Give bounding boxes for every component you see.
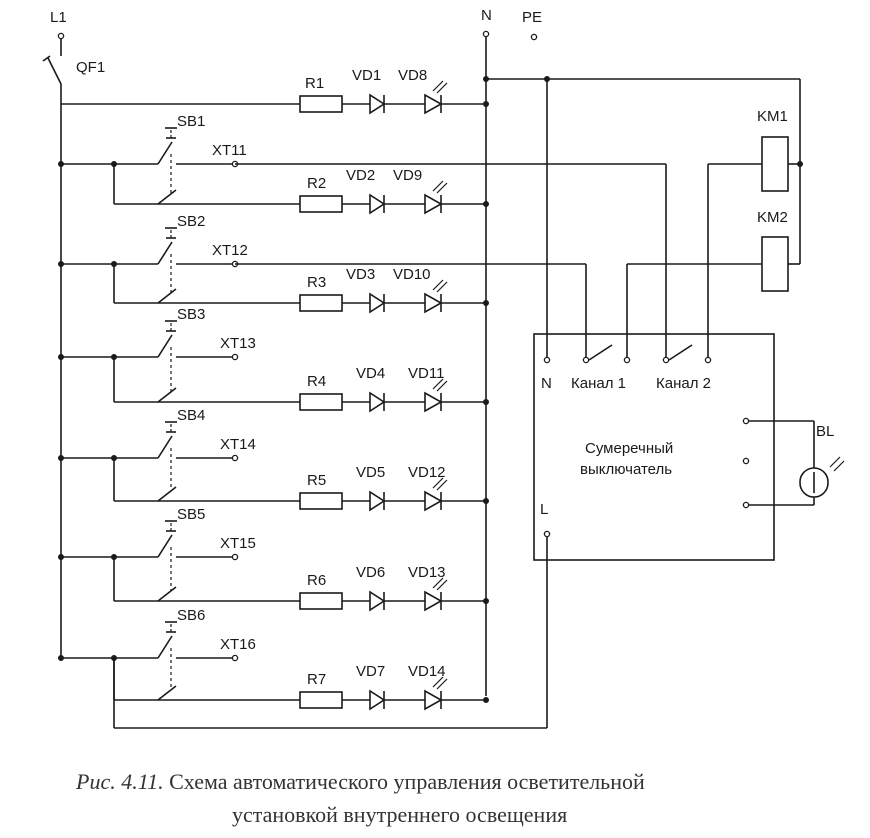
label-xt16: XT16 xyxy=(220,636,256,653)
box-terminal-n xyxy=(543,356,551,364)
led-vd14 xyxy=(424,689,443,711)
breaker-qf1 xyxy=(42,39,62,104)
label-r1: R1 xyxy=(305,75,324,92)
diode-vd6 xyxy=(369,590,386,612)
label-qf1: QF1 xyxy=(76,59,105,76)
led-vd9 xyxy=(424,193,443,215)
resistor-r6 xyxy=(299,592,343,610)
label-vd14: VD14 xyxy=(408,663,446,680)
led-vd13 xyxy=(424,590,443,612)
label-vd4: VD4 xyxy=(356,365,385,382)
diode-vd2 xyxy=(369,193,386,215)
channel2-contact xyxy=(662,344,712,364)
label-bl: BL xyxy=(816,423,834,440)
led-vd12 xyxy=(424,490,443,512)
label-vd7: VD7 xyxy=(356,663,385,680)
caption-line-2: установкой внутреннего освещения xyxy=(232,802,567,827)
label-r2: R2 xyxy=(307,175,326,192)
label-pe: PE xyxy=(522,9,542,26)
label-xt15: XT15 xyxy=(220,535,256,552)
label-sb1: SB1 xyxy=(177,113,205,130)
diode-vd7 xyxy=(369,689,386,711)
label-channel1: Канал 1 xyxy=(571,375,626,392)
wire-xt11 xyxy=(235,163,762,357)
label-km1: KM1 xyxy=(757,108,788,125)
channel1-contact xyxy=(582,344,631,364)
label-channel2: Канал 2 xyxy=(656,375,711,392)
row-lamp-0 xyxy=(61,80,489,115)
wire-box-l-return xyxy=(113,537,548,729)
label-xt13: XT13 xyxy=(220,335,256,352)
led-vd10 xyxy=(424,292,443,314)
resistor-r4 xyxy=(299,393,343,411)
label-sb6: SB6 xyxy=(177,607,205,624)
label-xt12: XT12 xyxy=(212,242,248,259)
box-title-1: Сумеречный xyxy=(585,440,673,457)
resistor-r1 xyxy=(299,95,343,113)
terminal-n xyxy=(482,30,490,38)
led-vd11 xyxy=(424,391,443,413)
box-label-l: L xyxy=(540,501,548,518)
caption-line-1: Рис. 4.11. Схема автоматического управле… xyxy=(75,769,645,794)
caption-text-1: Схема автоматического управления осветит… xyxy=(164,769,645,794)
label-r4: R4 xyxy=(307,373,326,390)
label-n: N xyxy=(481,7,492,24)
label-vd1: VD1 xyxy=(352,67,381,84)
box-terminal-l xyxy=(543,530,551,538)
label-vd3: VD3 xyxy=(346,266,375,283)
resistor-r3 xyxy=(299,294,343,312)
wire-xt12 xyxy=(235,263,762,357)
resistor-r7 xyxy=(299,691,343,709)
resistor-r2 xyxy=(299,195,343,213)
label-sb2: SB2 xyxy=(177,213,205,230)
diode-vd1 xyxy=(369,93,386,115)
neutral-link-top xyxy=(483,76,803,357)
relay-km1 xyxy=(761,136,800,192)
label-vd11: VD11 xyxy=(408,365,444,382)
label-km2: KM2 xyxy=(757,209,788,226)
terminal-l1 xyxy=(57,32,65,40)
relay-km2 xyxy=(761,236,800,292)
label-sb3: SB3 xyxy=(177,306,205,323)
diode-vd3 xyxy=(369,292,386,314)
label-vd13: VD13 xyxy=(408,564,446,581)
label-vd6: VD6 xyxy=(356,564,385,581)
diode-vd5 xyxy=(369,490,386,512)
label-vd8: VD8 xyxy=(398,67,427,84)
terminal-pe xyxy=(530,33,538,41)
label-r3: R3 xyxy=(307,274,326,291)
label-sb4: SB4 xyxy=(177,407,205,424)
label-xt11: XT11 xyxy=(212,142,247,159)
diode-vd4 xyxy=(369,391,386,413)
label-r6: R6 xyxy=(307,572,326,589)
label-vd12: VD12 xyxy=(408,464,446,481)
label-r5: R5 xyxy=(307,472,326,489)
caption-prefix: Рис. 4.11. xyxy=(75,769,164,794)
label-xt14: XT14 xyxy=(220,436,256,453)
label-r7: R7 xyxy=(307,671,326,688)
box-label-n: N xyxy=(541,375,552,392)
label-l1: L1 xyxy=(50,9,67,26)
label-vd9: VD9 xyxy=(393,167,422,184)
box-title-2: выключатель xyxy=(580,461,672,478)
label-vd10: VD10 xyxy=(393,266,431,283)
label-vd5: VD5 xyxy=(356,464,385,481)
sensor-bl xyxy=(742,417,845,509)
label-vd2: VD2 xyxy=(346,167,375,184)
resistor-r5 xyxy=(299,492,343,510)
led-vd8 xyxy=(424,93,443,115)
label-sb5: SB5 xyxy=(177,506,205,523)
twilight-switch-box xyxy=(533,333,775,561)
